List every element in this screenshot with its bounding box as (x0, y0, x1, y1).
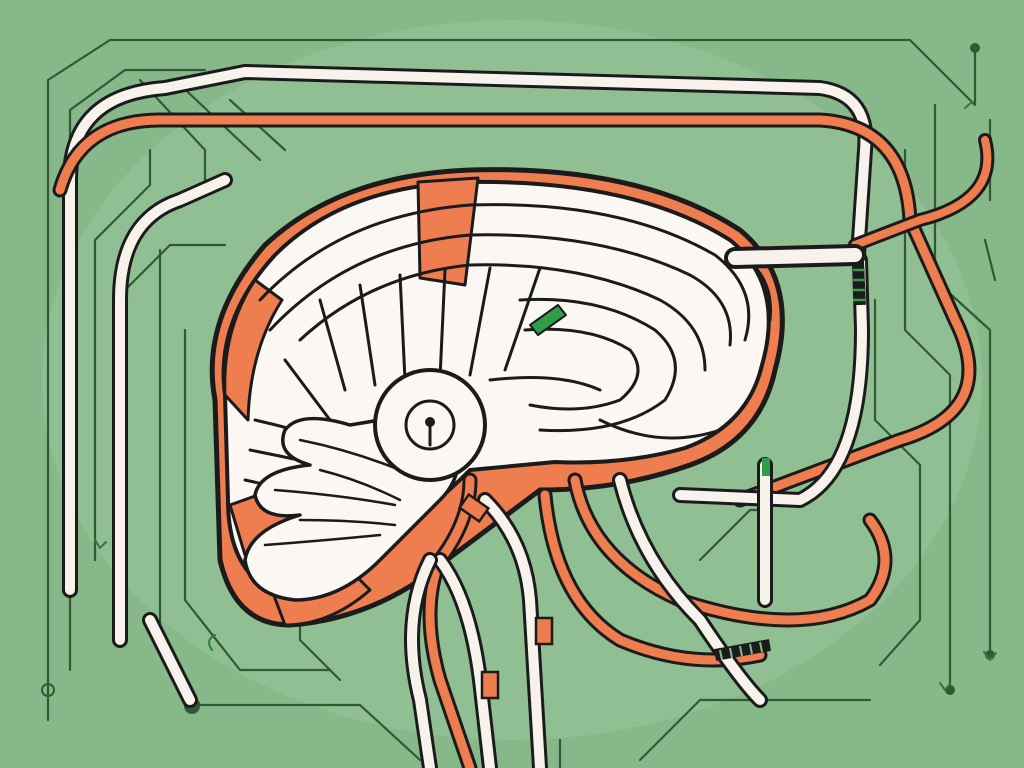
cable-white-down (480, 495, 545, 768)
brain-fold (268, 233, 732, 347)
green-sensor (529, 304, 567, 336)
sprout (964, 101, 973, 109)
connectors (457, 261, 866, 700)
brain-fold (318, 298, 347, 392)
cables-front (404, 472, 893, 768)
circuit-trace (183, 328, 332, 672)
brain-fold (468, 266, 492, 377)
brain-fold (503, 266, 542, 372)
connector-sleeve (534, 616, 554, 646)
cable-white-left-down (407, 555, 435, 768)
cable-orange-right (851, 136, 992, 249)
brain-fold (358, 283, 377, 387)
cable-white-down2 (435, 555, 495, 768)
sprouts (94, 101, 997, 691)
connector-sleeve (457, 492, 491, 524)
cable-white-top (65, 67, 871, 595)
circuit-trace (903, 148, 952, 692)
brain-fold (263, 533, 382, 547)
cable-white-bottom (145, 615, 195, 705)
cable-orange-right-loop (570, 475, 890, 625)
coil-connector-rings (853, 268, 866, 302)
connector-sleeve (480, 670, 500, 700)
sprout (983, 651, 997, 661)
brain-patch (223, 278, 284, 422)
coil-connector-rings (719, 641, 763, 661)
brain-core-dot (425, 417, 435, 427)
cable-orange-loop (540, 490, 765, 665)
brain-fold (318, 468, 402, 502)
brain-fold (518, 297, 677, 433)
brain-fold (438, 268, 447, 380)
lower-lobe-folds (263, 438, 402, 547)
circuit-node (41, 683, 55, 697)
cable-white-bottom-right (615, 475, 765, 705)
brain-fold (523, 327, 640, 411)
circuit-trace (138, 78, 207, 182)
circuit-trace (93, 148, 152, 562)
brain-fold (398, 273, 407, 382)
green-marker (762, 458, 770, 476)
sprout (94, 539, 107, 549)
circuit-trace (358, 703, 422, 762)
sprout (939, 682, 951, 691)
circuit-trace (933, 103, 992, 652)
brain-fold (298, 438, 402, 472)
brain-cable-plug (728, 248, 862, 265)
coil-connector (852, 261, 866, 306)
brain-fold (273, 488, 397, 507)
circuit-trace (46, 38, 977, 692)
brain-icon (209, 167, 866, 628)
circuit-trace (873, 298, 922, 667)
cable-orange-top (55, 115, 974, 505)
cables-back (52, 64, 995, 708)
brain-fold (258, 203, 751, 342)
circuit-trace (983, 238, 997, 282)
circuit-trace (638, 698, 762, 762)
cable-white-left (115, 175, 230, 645)
sprout (208, 634, 216, 651)
brain-fold (283, 358, 332, 422)
cable-white-right (675, 255, 867, 505)
brain-fold (488, 376, 602, 392)
brain-folds (243, 203, 772, 502)
circuit-node (970, 43, 980, 53)
brain-fold (298, 263, 707, 372)
brain-core-ring (404, 399, 456, 451)
brain-fold (298, 518, 397, 527)
brain-fold (598, 418, 722, 440)
